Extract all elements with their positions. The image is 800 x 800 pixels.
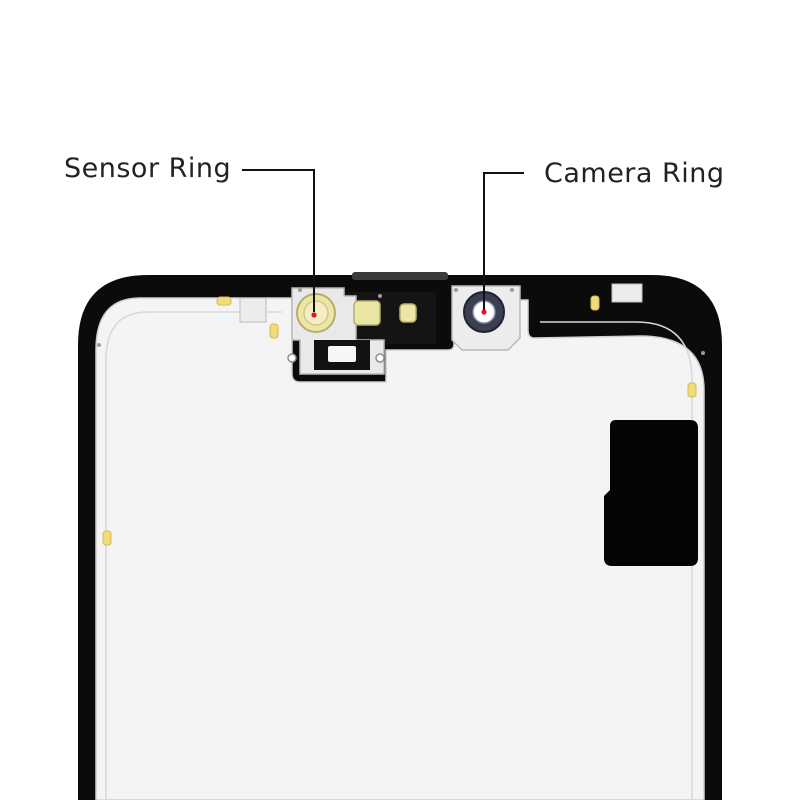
inner-bezel-line [105, 311, 693, 800]
adhesive-tab [269, 323, 279, 339]
bracket-dot-3 [454, 288, 458, 292]
dot-projector [399, 303, 417, 323]
screw-hole-right [375, 353, 385, 363]
adhesive-tab [590, 295, 600, 311]
adhesive-tab [687, 382, 697, 398]
camera-pointer-dot [481, 309, 487, 315]
proximity-lens [328, 346, 356, 362]
sensor-ring-label: Sensor Ring [64, 153, 232, 184]
adhesive-tab [216, 296, 232, 306]
sensor-pointer-dot [311, 312, 317, 318]
bracket-dot-2 [378, 294, 382, 298]
clip-left [239, 297, 267, 323]
camera-ring-label: Camera Ring [544, 158, 725, 189]
earpiece-slot [352, 272, 448, 280]
adhesive-pad [604, 420, 698, 566]
screw-hole-left [287, 353, 297, 363]
frame-pin-left [97, 343, 101, 347]
sensor-leader-line [242, 169, 315, 312]
bracket-dot-1 [298, 288, 302, 292]
bracket-dot-4 [510, 288, 514, 292]
adhesive-tab [102, 530, 112, 546]
flood-illuminator [353, 300, 381, 326]
clip-right [611, 283, 643, 303]
camera-leader-line [483, 172, 524, 310]
display-panel [95, 297, 705, 800]
frame-pin-right [701, 351, 705, 355]
sensor-ring-inner [303, 300, 329, 326]
